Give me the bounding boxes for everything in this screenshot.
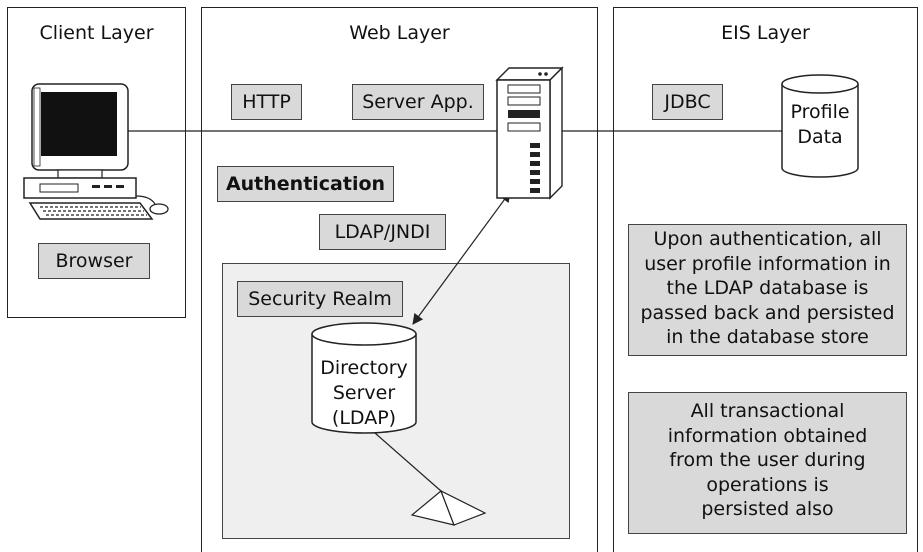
transaction-note-line-2: information obtained (667, 424, 868, 447)
server-app-label: Server App. (352, 84, 484, 120)
directory-tree-link (374, 432, 442, 492)
http-label: HTTP (231, 84, 302, 120)
security-realm-label: Security Realm (237, 281, 403, 317)
profile-data-label: Profile Data (782, 100, 858, 150)
client-layer-title: Client Layer (39, 22, 154, 44)
browser-label: Browser (38, 243, 150, 279)
profile-data-cylinder (781, 74, 859, 178)
eis-layer-title: EIS Layer (721, 22, 810, 44)
directory-server-label: Directory Server (LDAP) (312, 356, 416, 431)
directory-tree-triangle (410, 489, 487, 526)
ldap-link-arrow (412, 191, 511, 325)
directory-server-line-3: (LDAP) (331, 407, 397, 429)
authentication-note-line-5: in the database store (666, 326, 869, 348)
web-layer-title: Web Layer (349, 22, 450, 44)
authentication-note-line-4: passed back and persisted (640, 301, 895, 324)
computer-icon (23, 83, 169, 220)
transaction-note: All transactional information obtained f… (628, 392, 907, 534)
transaction-note-line-3: from the user during (669, 449, 866, 471)
jdbc-label: JDBC (652, 84, 723, 120)
transaction-note-line-5: persisted also (701, 498, 834, 520)
transaction-note-line-1: All transactional (690, 400, 845, 422)
profile-data-line-2: Data (797, 126, 843, 148)
authentication-label: Authentication (217, 166, 394, 202)
directory-server-cylinder (311, 322, 417, 434)
authentication-note-line-3: the LDAP database is (666, 277, 869, 299)
profile-data-line-1: Profile (790, 101, 850, 123)
transaction-note-line-4: operations is (706, 473, 829, 496)
directory-server-line-2: Server (332, 382, 396, 404)
server-tower-icon (495, 66, 564, 200)
ldap-jndi-label: LDAP/JNDI (319, 214, 446, 250)
authentication-note: Upon authentication, all user profile in… (628, 224, 907, 356)
directory-server-line-1: Directory (320, 357, 408, 379)
authentication-note-line-2: user profile information in (644, 252, 891, 275)
authentication-note-line-1: Upon authentication, all (653, 228, 882, 250)
